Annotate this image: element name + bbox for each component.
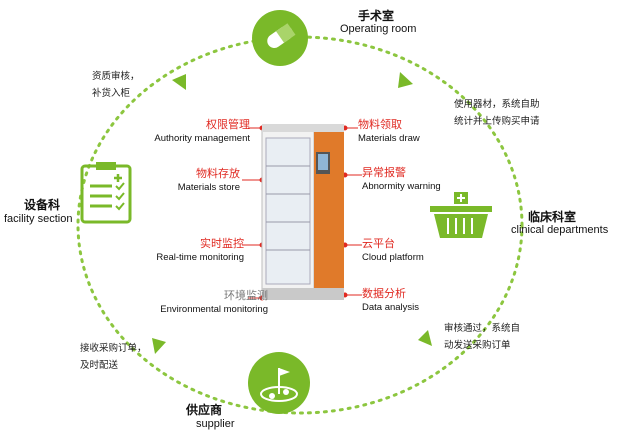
feature-authority: 权限管理 Authority management — [154, 119, 250, 145]
feature-en: Data analysis — [362, 302, 420, 313]
note-line: 审核通过，系统自 — [444, 323, 521, 334]
arrow-top-left — [172, 74, 186, 90]
note-line: 动发送采购订单 — [444, 340, 511, 351]
pill-icon — [252, 10, 308, 66]
feature-cn: 异常报警 — [362, 167, 406, 179]
clinical-title: 临床科室 — [528, 210, 577, 224]
clinical-subtitle: clinical departments — [511, 224, 609, 236]
feature-en: Materials draw — [358, 133, 420, 144]
map-pin-icon — [248, 352, 310, 414]
feature-en: Cloud platform — [362, 252, 424, 263]
smart-cabinet — [261, 124, 344, 300]
feature-en: Authority management — [154, 133, 250, 144]
supplier-title: 供应商 — [186, 403, 223, 417]
note-line: 使用器材，系统自助 — [454, 99, 540, 110]
feature-en: Abnormity warning — [362, 181, 441, 192]
operating-room-subtitle: Operating room — [340, 23, 417, 35]
basket-icon — [430, 192, 492, 238]
feature-cn: 权限管理 — [206, 119, 250, 131]
note-top-right: 使用器材，系统自助 统计并上传购买申请 — [454, 96, 540, 130]
feature-en: Environmental monitoring — [160, 304, 268, 315]
note-line: 及时配送 — [80, 360, 119, 371]
note-top-left: 资质审核， 补货入柜 — [92, 68, 140, 102]
feature-data-analysis: 数据分析 Data analysis — [362, 288, 419, 314]
feature-en: Materials store — [177, 182, 240, 193]
facility-title: 设备科 — [24, 198, 61, 212]
note-line: 统计并上传购买申请 — [454, 116, 540, 127]
note-line: 补货入柜 — [92, 88, 131, 99]
arrow-bottom-right — [418, 330, 432, 346]
feature-environment: 环境监测 Environmental monitoring — [160, 290, 268, 316]
feature-cn: 云平台 — [362, 238, 395, 250]
note-bottom-right: 审核通过，系统自 动发送采购订单 — [444, 320, 520, 354]
supplier-subtitle: supplier — [196, 418, 235, 430]
arrow-top-right — [398, 72, 413, 88]
feature-cloud: 云平台 Cloud platform — [362, 238, 424, 264]
arrow-bottom-left — [152, 338, 166, 354]
feature-cn: 实时监控 — [200, 238, 244, 250]
feature-cn: 物料存放 — [196, 168, 240, 180]
feature-cn: 数据分析 — [362, 288, 406, 300]
note-line: 资质审核， — [92, 71, 140, 82]
facility-subtitle: facility section — [4, 213, 73, 225]
feature-materials-draw: 物料领取 Materials draw — [358, 119, 420, 145]
note-line: 接收采购订单， — [80, 343, 147, 354]
operating-room-title: 手术室 — [358, 9, 395, 23]
feature-materials-store: 物料存放 Materials store — [178, 168, 240, 194]
feature-realtime: 实时监控 Real-time monitoring — [156, 238, 244, 264]
note-bottom-left: 接收采购订单， 及时配送 — [80, 340, 147, 374]
feature-cn: 物料领取 — [358, 119, 402, 131]
feature-en: Real-time monitoring — [156, 252, 244, 263]
feature-cn: 环境监测 — [224, 290, 268, 302]
clipboard-icon — [80, 160, 132, 224]
feature-abnormity: 异常报警 Abnormity warning — [362, 167, 441, 193]
